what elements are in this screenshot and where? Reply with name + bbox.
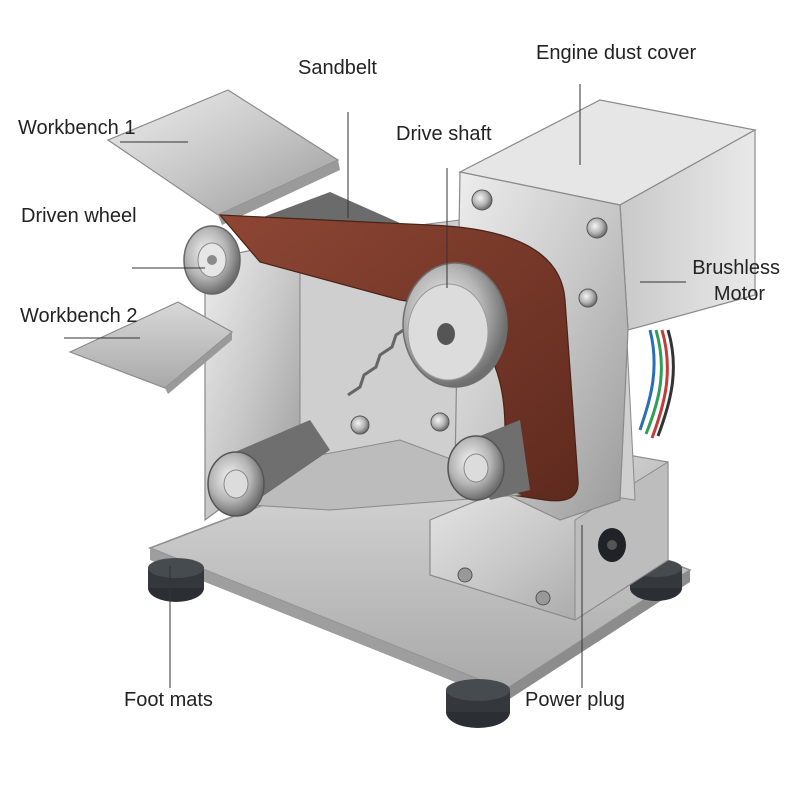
label-brushless: Brushless bbox=[692, 257, 780, 279]
label-foot-mats: Foot mats bbox=[124, 689, 213, 711]
label-driven-wheel: Driven wheel bbox=[21, 205, 137, 227]
driven-wheel bbox=[183, 225, 241, 295]
lower-right-roller bbox=[447, 420, 530, 501]
label-motor: Motor bbox=[713, 283, 765, 305]
label-engine-dust-cover: Engine dust cover bbox=[536, 42, 697, 64]
label-drive-shaft: Drive shaft bbox=[396, 123, 492, 145]
lower-left-roller bbox=[207, 420, 330, 517]
base-plate bbox=[147, 454, 692, 702]
label-power-plug: Power plug bbox=[525, 689, 626, 711]
leader-lines bbox=[64, 84, 686, 688]
label-workbench-2: Workbench 2 bbox=[20, 305, 138, 327]
workbench-2 bbox=[68, 301, 234, 394]
label-workbench-1: Workbench 1 bbox=[18, 117, 136, 139]
label-sandbelt: Sandbelt bbox=[298, 57, 377, 79]
drive-shaft-pulley bbox=[402, 262, 508, 388]
motor-wires bbox=[638, 329, 675, 439]
